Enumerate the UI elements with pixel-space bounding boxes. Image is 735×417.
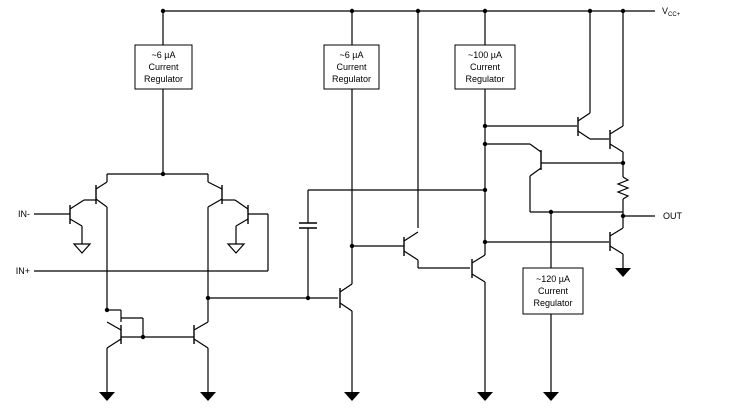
current-regulator-2: ~6 µA Current Regulator <box>323 11 380 249</box>
in-minus-label: IN- <box>18 209 30 219</box>
svg-text:Regulator: Regulator <box>533 298 572 308</box>
svg-text:Current: Current <box>336 62 367 72</box>
current-regulator-3: ~100 µA Current Regulator <box>454 11 516 245</box>
in-plus-label: IN+ <box>16 266 30 276</box>
svg-text:Regulator: Regulator <box>465 74 504 84</box>
vcc-rail <box>160 8 655 14</box>
svg-text:~6 µA: ~6 µA <box>340 50 364 60</box>
svg-text:~6 µA: ~6 µA <box>152 50 176 60</box>
svg-text:Regulator: Regulator <box>144 74 183 84</box>
svg-text:Current: Current <box>148 62 179 72</box>
svg-text:Current: Current <box>538 286 569 296</box>
gain-stage <box>208 11 493 401</box>
vcc-label: VCC+ <box>662 6 681 18</box>
current-mirror <box>99 295 216 401</box>
svg-text:Current: Current <box>470 62 501 72</box>
output-stage <box>485 11 655 277</box>
svg-text:~120 µA: ~120 µA <box>536 274 570 284</box>
input-stage <box>34 173 269 310</box>
svg-text:~100 µA: ~100 µA <box>468 50 502 60</box>
svg-text:Regulator: Regulator <box>332 74 371 84</box>
current-regulator-1: ~6 µA Current Regulator <box>134 11 193 177</box>
current-regulator-4: ~120 µA Current Regulator <box>522 212 584 401</box>
out-label: OUT <box>663 211 683 221</box>
